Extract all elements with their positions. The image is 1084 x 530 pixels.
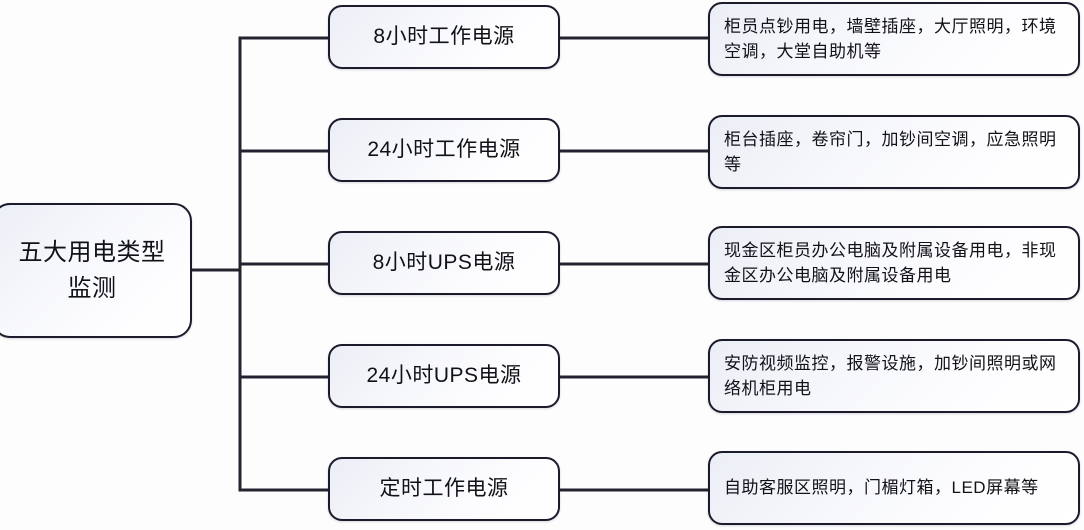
detail-node-1[interactable]: 柜员点钞用电，墙壁插座，大厅照明，环境空调，大堂自助机等 — [708, 2, 1080, 76]
detail-node-2-label: 柜台插座，卷帘门，加钞间空调，应急照明等 — [724, 129, 1057, 175]
detail-node-3[interactable]: 现金区柜员办公电脑及附属设备用电，非现金区办公电脑及附属设备用电 — [708, 226, 1080, 300]
root-node-label: 五大用电类型监测 — [18, 238, 166, 302]
category-node-2-label: 24小时工作电源 — [367, 137, 521, 161]
category-node-3-label: 8小时UPS电源 — [372, 250, 516, 274]
category-node-2[interactable]: 24小时工作电源 — [328, 118, 560, 182]
detail-node-2[interactable]: 柜台插座，卷帘门，加钞间空调，应急照明等 — [708, 115, 1080, 189]
category-node-5-label: 定时工作电源 — [379, 476, 509, 500]
detail-node-5-label: 自助客服区照明，门楣灯箱，LED屏幕等 — [724, 478, 1039, 498]
detail-node-4-label: 安防视频监控，报警设施，加钞间照明或网络机柜用电 — [724, 353, 1057, 399]
detail-node-1-label: 柜员点钞用电，墙壁插座，大厅照明，环境空调，大堂自助机等 — [724, 16, 1057, 62]
category-node-3[interactable]: 8小时UPS电源 — [328, 231, 560, 295]
detail-node-3-label: 现金区柜员办公电脑及附属设备用电，非现金区办公电脑及附属设备用电 — [724, 240, 1057, 286]
category-node-4[interactable]: 24小时UPS电源 — [328, 344, 560, 408]
category-node-1-label: 8小时工作电源 — [373, 24, 515, 48]
category-node-4-label: 24小时UPS电源 — [366, 363, 522, 387]
category-node-5[interactable]: 定时工作电源 — [328, 457, 560, 521]
category-node-1[interactable]: 8小时工作电源 — [328, 5, 560, 69]
detail-node-5[interactable]: 自助客服区照明，门楣灯箱，LED屏幕等 — [708, 451, 1080, 525]
detail-node-4[interactable]: 安防视频监控，报警设施，加钞间照明或网络机柜用电 — [708, 339, 1080, 413]
root-node[interactable]: 五大用电类型监测 — [0, 203, 192, 338]
